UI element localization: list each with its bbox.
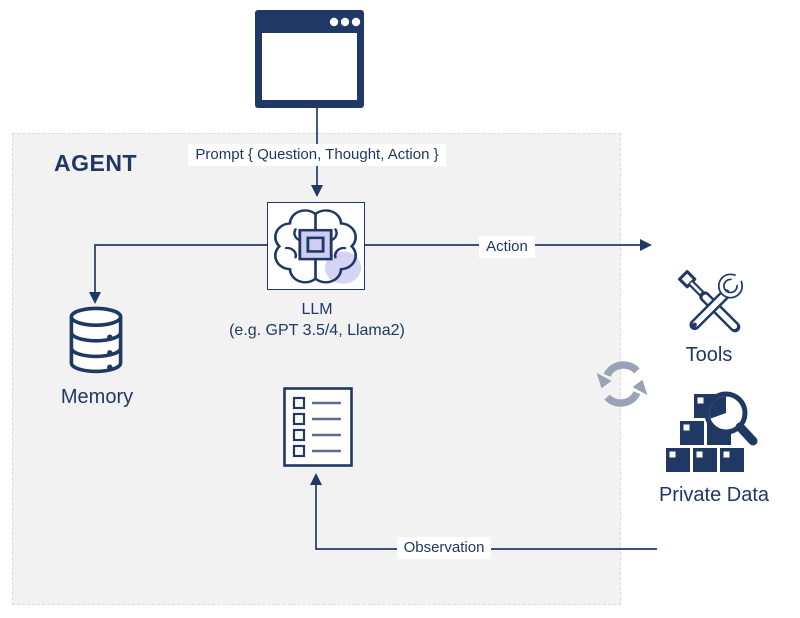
llm-subtitle: (e.g. GPT 3.5/4, Llama2) bbox=[229, 322, 405, 339]
memory-label: Memory bbox=[60, 386, 134, 408]
action-edge-label: Action bbox=[457, 236, 557, 258]
magnifier-handle bbox=[735, 422, 758, 446]
prompt-edge-label: Prompt { Question, Thought, Action } bbox=[167, 144, 467, 166]
sync-arrows-icon bbox=[596, 361, 648, 407]
llm-title: LLM bbox=[301, 301, 333, 318]
action-arrowhead bbox=[640, 239, 652, 251]
purple-accent-circle bbox=[325, 251, 362, 284]
llm-caption: LLM (e.g. GPT 3.5/4, Llama2) bbox=[167, 299, 467, 341]
private-data-label: Private Data bbox=[658, 484, 770, 506]
llm-node bbox=[267, 202, 365, 290]
magnifier-pie bbox=[709, 396, 726, 419]
crossed-tools-icon bbox=[678, 267, 750, 333]
agent-title: AGENT bbox=[54, 150, 137, 176]
brain-chip-icon bbox=[274, 209, 362, 284]
chip-outline bbox=[298, 228, 333, 261]
database-icon bbox=[69, 306, 123, 374]
observation-edge-label: Observation bbox=[374, 537, 514, 559]
chip-core bbox=[306, 236, 325, 253]
boxes-magnifier-icon bbox=[666, 391, 758, 472]
tools-label: Tools bbox=[685, 344, 733, 366]
checklist-icon bbox=[283, 387, 353, 467]
browser-window-icon bbox=[255, 10, 364, 108]
